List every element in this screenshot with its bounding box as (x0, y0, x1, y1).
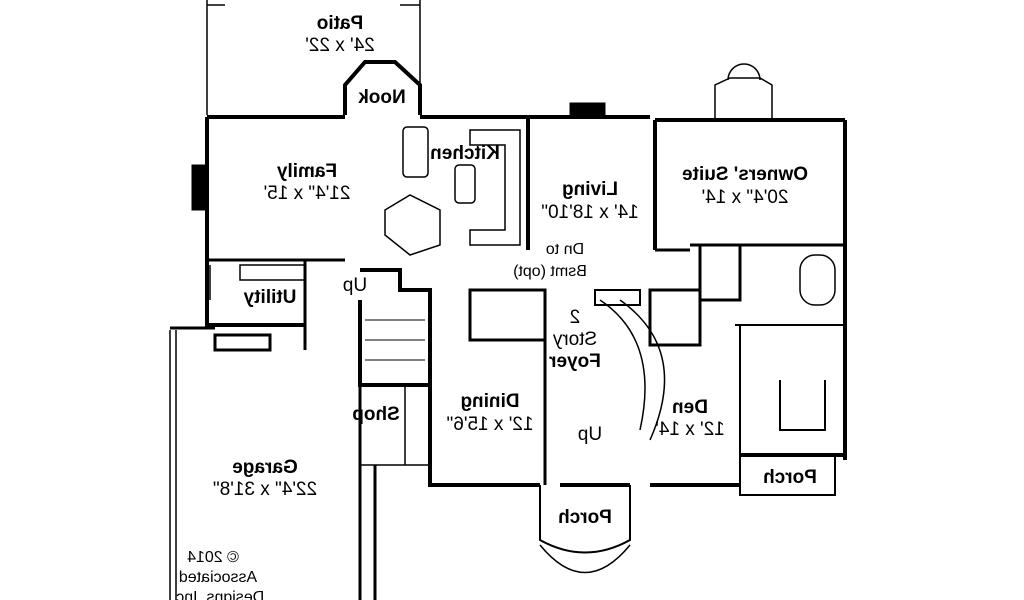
basement-note-1: Dn to (545, 241, 585, 258)
side-porch-label: Porch (763, 467, 817, 488)
utility-label: Utility (243, 287, 297, 308)
patio-label: Patio (316, 13, 364, 34)
owners-suite-label: Owners' Suite (682, 164, 808, 185)
garage-size: 22'4" x 31'8" (212, 479, 318, 500)
living-label: Living (562, 179, 618, 200)
kitchen-label: Kitchen (430, 143, 500, 164)
owners-suite-size: 20'4" x 14' (701, 187, 789, 208)
shop-label: Shop (352, 404, 400, 425)
foyer-line-1: 2 (569, 307, 581, 328)
copyright-line-3: Designs, Inc. (171, 589, 265, 600)
patio-size: 24' x 22' (305, 35, 375, 56)
living-size: 14' x 18'10" (541, 202, 639, 223)
front-porch-label: Porch (558, 507, 612, 528)
basement-note-2: Bsmt (opt) (513, 263, 587, 280)
copyright-line-1: © 2014 (187, 549, 239, 566)
foyer-stair-up-label: Up (577, 424, 603, 445)
nook-label: Nook (358, 87, 406, 108)
dining-size: 12' x 15'6" (446, 414, 534, 435)
den-size: 12' x 14' (655, 419, 725, 440)
stair-up-label: Up (342, 275, 368, 296)
den-label: Den (672, 397, 708, 418)
family-size: 21'4" x 15' (263, 183, 351, 204)
copyright-line-2: Associated (178, 569, 258, 586)
foyer-line-3: Foyer (549, 351, 601, 372)
family-label: Family (276, 161, 338, 182)
garage-label: Garage (232, 457, 298, 478)
foyer-line-2: Story (552, 329, 598, 350)
dining-label: Dining (460, 391, 520, 412)
